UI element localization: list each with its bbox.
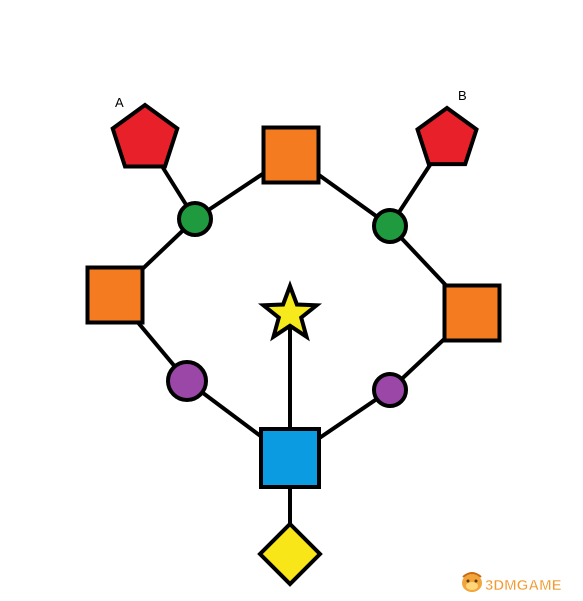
circle-green-right: [372, 208, 408, 244]
watermark-text: 3DMGAME: [485, 577, 562, 594]
pentagon-a: [110, 102, 180, 169]
square-left: [85, 265, 145, 325]
circle-green-left: [177, 201, 213, 237]
star-center-icon: [257, 280, 323, 342]
diagram-nodes: [85, 102, 502, 587]
watermark: 3DMGAME: [462, 572, 562, 594]
square-right: [442, 283, 502, 343]
connection-lines: [113, 137, 474, 554]
square-top: [261, 125, 321, 185]
square-blue: [259, 427, 321, 489]
circle-purple-right: [372, 372, 408, 408]
mascot-logo-icon: [462, 572, 482, 592]
diamond-bottom-icon: [257, 521, 323, 587]
label-b: B: [458, 88, 467, 103]
label-a: A: [115, 95, 124, 110]
circle-purple-left: [166, 360, 208, 402]
pentagon-b: [415, 105, 479, 167]
